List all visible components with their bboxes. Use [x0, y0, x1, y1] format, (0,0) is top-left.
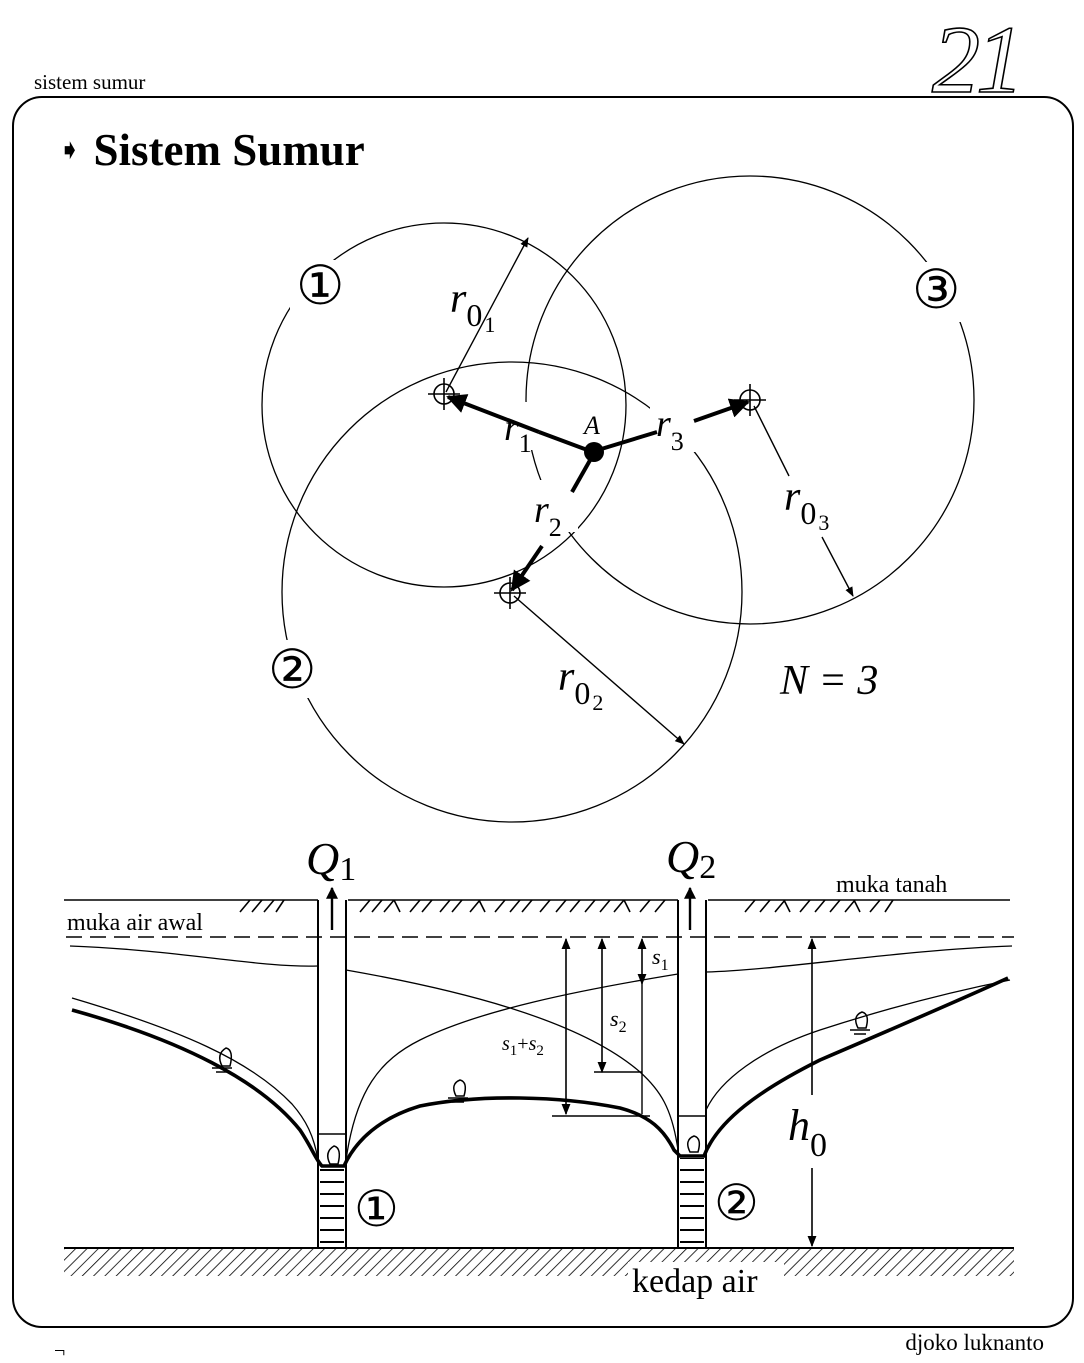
- page-title: Sistem Sumur: [93, 125, 365, 175]
- page-frame: [12, 96, 1074, 1328]
- bullet-arrow-icon: ➧: [58, 135, 82, 166]
- distance-label-r1: r1: [504, 407, 532, 458]
- discharge-label-q2: Q2: [666, 831, 716, 886]
- drawdown-label-s1-plus-s2: s1+s2: [502, 1033, 544, 1059]
- water-table-symbol: [212, 1011, 870, 1165]
- drawdown-label-s2: s2: [610, 1006, 627, 1036]
- running-head: sistem sumur: [34, 70, 146, 94]
- distance-arrow-r1: [446, 394, 540, 434]
- head-label-h0: h0: [788, 1101, 827, 1164]
- plan-view: ① ② ③ A r1 r2 r3 r01 r02 r03 N = 3: [261, 175, 975, 823]
- well-count-label: N = 3: [779, 658, 878, 704]
- radius-label-r01: r01: [450, 276, 495, 337]
- ground-surface-label: muka tanah: [836, 872, 947, 898]
- section-view: Q1 Q2 muka tanah muka air awal kedap air…: [64, 831, 1014, 1300]
- well-casing-2: [677, 900, 707, 1248]
- stray-mark: ¬: [54, 1340, 66, 1362]
- point-a-marker: [584, 442, 604, 462]
- distance-arrow-r3: [693, 398, 750, 423]
- section-well-label-1: ①: [354, 1181, 399, 1237]
- drawdown-curve-well-1: [69, 945, 679, 1151]
- radius-label-r03: r03: [784, 474, 829, 535]
- well-symbol-1: [428, 378, 460, 410]
- influence-circle-1: [261, 222, 627, 588]
- radius-arrow-r03: [753, 405, 790, 477]
- distance-arrow-r2: [570, 454, 595, 493]
- drawdown-label-s1: s1: [652, 944, 669, 974]
- impermeable-label: kedap air: [632, 1263, 758, 1300]
- well-label-3: ③: [912, 260, 960, 320]
- ground-surface: [64, 899, 1010, 913]
- page-number: 21: [931, 5, 1025, 114]
- radius-label-r02: r02: [558, 654, 603, 715]
- distance-label-r3: r3: [656, 403, 684, 456]
- point-a-label: A: [582, 411, 600, 440]
- combined-water-table: [71, 976, 1009, 1168]
- section-well-label-2: ②: [714, 1175, 759, 1231]
- well-symbol-3: [734, 384, 766, 416]
- well-label-2: ②: [268, 640, 316, 700]
- author-footer: djoko luknanto: [905, 1330, 1044, 1355]
- well-casing-1: [317, 900, 347, 1248]
- distance-label-r2: r2: [534, 489, 562, 542]
- influence-circle-2: [281, 361, 743, 823]
- well-symbol-2: [494, 577, 526, 609]
- radius-arrow-r01: [445, 237, 529, 393]
- discharge-label-q1: Q1: [306, 833, 356, 888]
- radius-arrow-r02: [513, 595, 685, 745]
- impermeable-layer: [64, 1248, 1014, 1276]
- initial-water-label: muka air awal: [67, 910, 203, 936]
- influence-circle-3: [525, 175, 975, 625]
- well-label-1: ①: [296, 256, 344, 316]
- title-block: ➧ Sistem Sumur: [58, 124, 365, 176]
